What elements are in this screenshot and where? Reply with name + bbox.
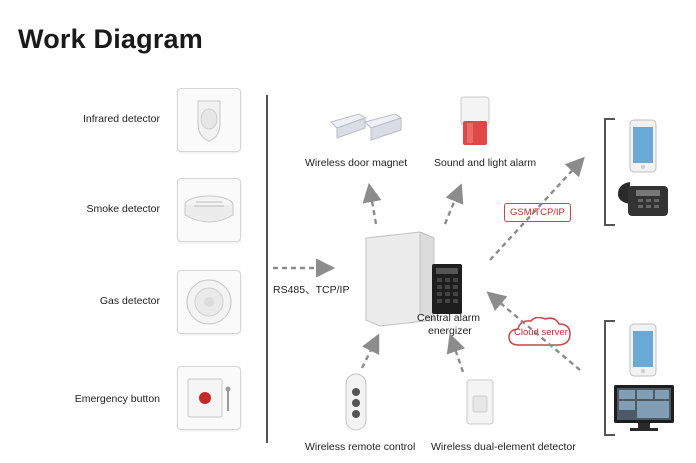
- mobile-phone-icon: [626, 322, 660, 378]
- monitor-icon: [612, 383, 676, 433]
- infrared-detector-icon: [177, 88, 241, 152]
- arrow-remote: [360, 333, 380, 369]
- emergency-button-label: Emergency button: [74, 393, 160, 405]
- sound-light-alarm-icon: [455, 93, 495, 149]
- central-alarm-icon: [360, 230, 480, 328]
- smoke-detector-label: Smoke detector: [86, 203, 160, 215]
- right-bracket-bottom: [604, 320, 615, 436]
- emergency-button-icon: [177, 366, 241, 430]
- dual-detector-label: Wireless dual-element detector: [431, 441, 576, 453]
- smoke-detector-icon: [177, 178, 241, 242]
- arrow-dual-detector: [446, 333, 465, 373]
- gas-detector-icon: [177, 270, 241, 334]
- cloud-server-label: Cloud server: [514, 327, 568, 338]
- infrared-detector-label: Infrared detector: [82, 113, 160, 125]
- door-magnet-label: Wireless door magnet: [305, 157, 408, 169]
- remote-control-icon: [340, 372, 372, 434]
- right-bracket-top: [604, 118, 615, 226]
- door-magnet-icon: [325, 104, 405, 148]
- arrow-door-magnet: [362, 182, 382, 225]
- gsm-tag: GSM/TCP/IP: [504, 203, 571, 222]
- central-alarm-label-1: Central alarm: [417, 312, 481, 324]
- remote-control-label: Wireless remote control: [305, 441, 416, 453]
- phone-icon: [626, 118, 660, 174]
- dual-detector-icon: [463, 378, 497, 428]
- divider-line: [266, 95, 268, 443]
- desk-telephone-icon: [614, 178, 672, 222]
- gas-detector-label: Gas detector: [99, 295, 160, 307]
- rs485-label: RS485、TCP/IP: [273, 284, 350, 296]
- arrow-sound-alarm: [443, 183, 464, 225]
- page-title: Work Diagram: [18, 24, 203, 54]
- sound-light-alarm-label: Sound and light alarm: [434, 157, 537, 169]
- arrow-gsm: [489, 156, 585, 261]
- arrow-cloud: [486, 291, 581, 371]
